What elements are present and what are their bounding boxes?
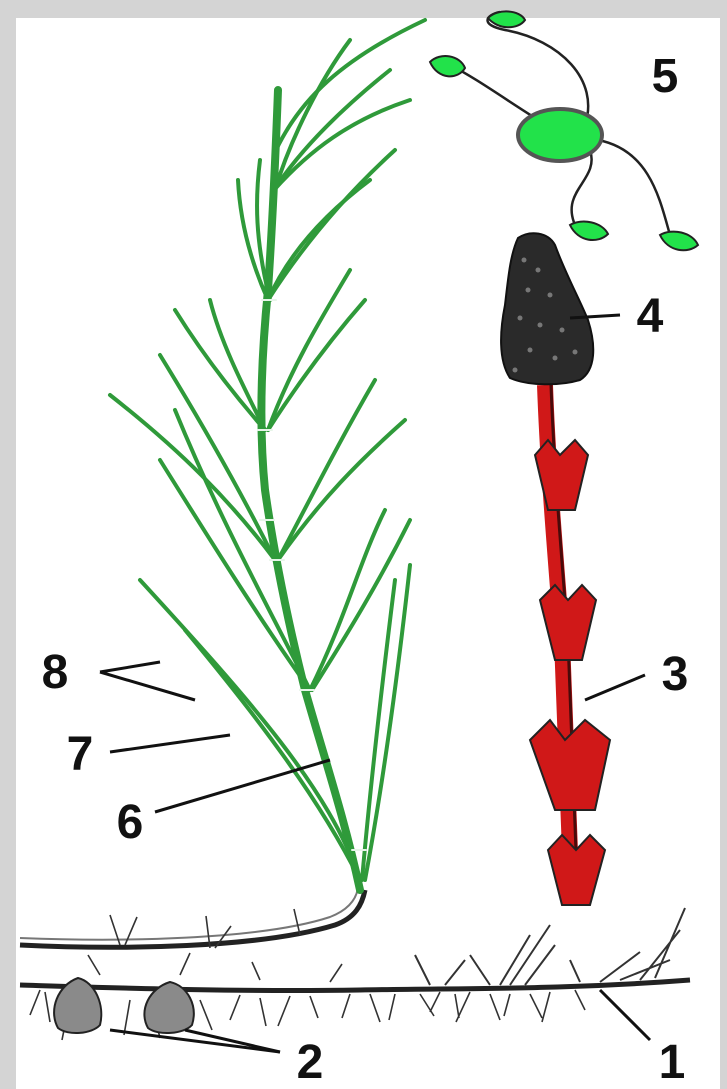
label-7: 7 [67,728,94,781]
root [230,995,318,1026]
leader-line-7 [110,735,230,752]
branch [185,630,360,880]
cone-dot [538,323,543,328]
cone-dot [573,350,578,355]
leader-line-1 [600,990,650,1040]
label-8: 8 [42,646,69,699]
branch [160,460,310,690]
sterile-main-stem [261,90,360,890]
branch [238,180,268,300]
sterile-shoot [110,20,425,890]
label-3: 3 [662,648,689,701]
branch [268,180,370,300]
cone-dot [526,288,531,293]
ground-shoot [470,925,555,985]
label-6: 6 [117,796,144,849]
root [88,953,342,982]
branch [365,565,410,880]
leader-line-3 [585,675,645,700]
spore-body [518,109,602,161]
root [342,994,434,1022]
branch [175,410,310,690]
sterile-branches [110,20,425,880]
elater [598,140,670,235]
elater-tip [570,222,608,240]
cone-dot [522,258,527,263]
label-4: 4 [637,290,664,343]
ground-shoots-group [415,908,685,985]
cone-dot [528,348,533,353]
elater-tip [660,232,698,251]
leader-line-8a [100,662,160,672]
cone-dot [548,293,553,298]
branch [210,300,265,430]
branch [140,580,360,880]
elater-tip [430,56,465,76]
fertile-shoot [501,233,610,905]
cone-dot [518,316,523,321]
leader-line-8b [100,672,195,700]
elater [488,12,589,125]
label-5: 5 [652,50,679,103]
ground-shoot [600,908,685,982]
fertile-sheath [535,440,588,510]
root [504,990,585,1022]
branch [312,520,410,690]
cone-dot [536,268,541,273]
root [430,992,500,1022]
label-1: 1 [659,1036,686,1089]
fertile-cone [501,233,593,384]
elater-tip [488,11,525,27]
sterile-nodes [258,300,366,850]
branch [268,270,350,430]
branch [268,300,365,430]
cone-dot [513,368,518,373]
ground-shoot [415,955,580,985]
roots-group [30,909,585,1040]
spore-group [430,11,698,250]
branch [278,380,375,560]
branch [310,510,385,690]
soil-line [20,980,690,991]
cone-dot [560,328,565,333]
cone-dot [553,356,558,361]
branch [110,395,275,560]
fertile-sheath [540,585,596,660]
label-2: 2 [297,1036,324,1089]
callout-labels: 1 2 3 4 5 6 7 8 [42,50,689,1089]
